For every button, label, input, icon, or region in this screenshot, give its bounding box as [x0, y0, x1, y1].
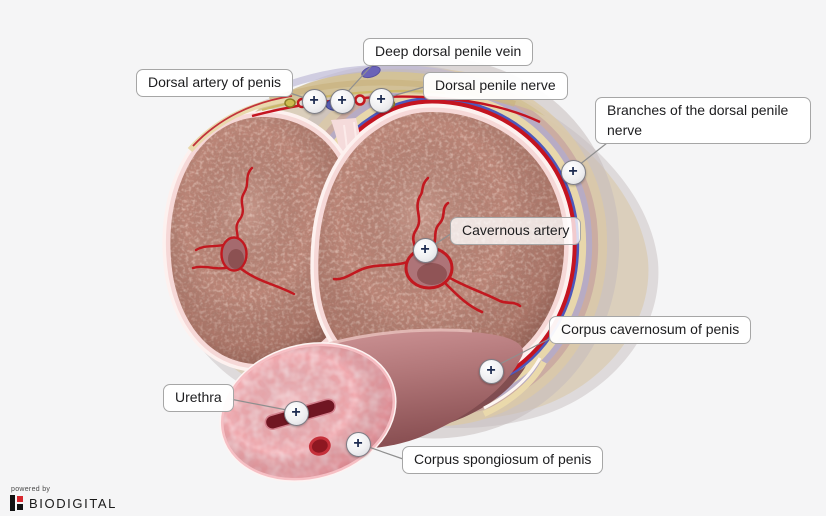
label-branches-of-dorsal-penile-nerve[interactable]: Branches of the dorsal penile nerve — [595, 97, 811, 145]
plus-icon: + — [337, 92, 347, 109]
label-urethra[interactable]: Urethra — [163, 384, 234, 412]
powered-by-text: powered by — [11, 486, 51, 493]
annotation-pin-deep-dorsal-vein[interactable]: + — [329, 88, 355, 114]
plus-icon: + — [568, 163, 578, 180]
plus-icon: + — [376, 91, 386, 108]
biodigital-logo-icon — [10, 495, 24, 511]
label-deep-dorsal-penile-vein[interactable]: Deep dorsal penile vein — [363, 38, 534, 66]
label-dorsal-penile-nerve[interactable]: Dorsal penile nerve — [423, 72, 568, 100]
label-dorsal-artery-of-penis[interactable]: Dorsal artery of penis — [136, 69, 294, 97]
branding: powered by BIODIGITAL — [10, 486, 117, 511]
leader-line — [229, 398, 293, 412]
nerve-shape — [284, 98, 296, 108]
label-cavernous-artery[interactable]: Cavernous artery — [450, 217, 582, 245]
label-corpus-cavernosum-of-penis[interactable]: Corpus cavernosum of penis — [549, 316, 752, 344]
plus-icon: + — [291, 404, 301, 421]
annotation-pin-dorsal-artery[interactable]: + — [301, 88, 327, 114]
annotation-pin-urethra[interactable]: + — [283, 400, 309, 426]
spongiosal-artery-shape — [308, 436, 331, 456]
biodigital-logo-text: BIODIGITAL — [29, 495, 117, 511]
label-corpus-spongiosum-of-penis[interactable]: Corpus spongiosum of penis — [402, 446, 604, 474]
annotation-pin-dorsal-nerve[interactable]: + — [368, 87, 394, 113]
plus-icon: + — [420, 241, 430, 258]
plus-icon: + — [486, 362, 496, 379]
plus-icon: + — [309, 92, 319, 109]
annotation-pin-nerve-branches[interactable]: + — [560, 159, 586, 185]
cavernous-artery-left — [191, 166, 296, 296]
leader-line — [491, 337, 552, 369]
annotation-pin-corpus-spongiosum[interactable]: + — [345, 431, 371, 457]
annotation-pin-cavernous-artery[interactable]: + — [412, 237, 438, 263]
annotation-pin-corpus-cavernosum[interactable]: + — [478, 358, 504, 384]
dorsal-artery-shape — [354, 94, 366, 106]
plus-icon: + — [353, 435, 363, 452]
